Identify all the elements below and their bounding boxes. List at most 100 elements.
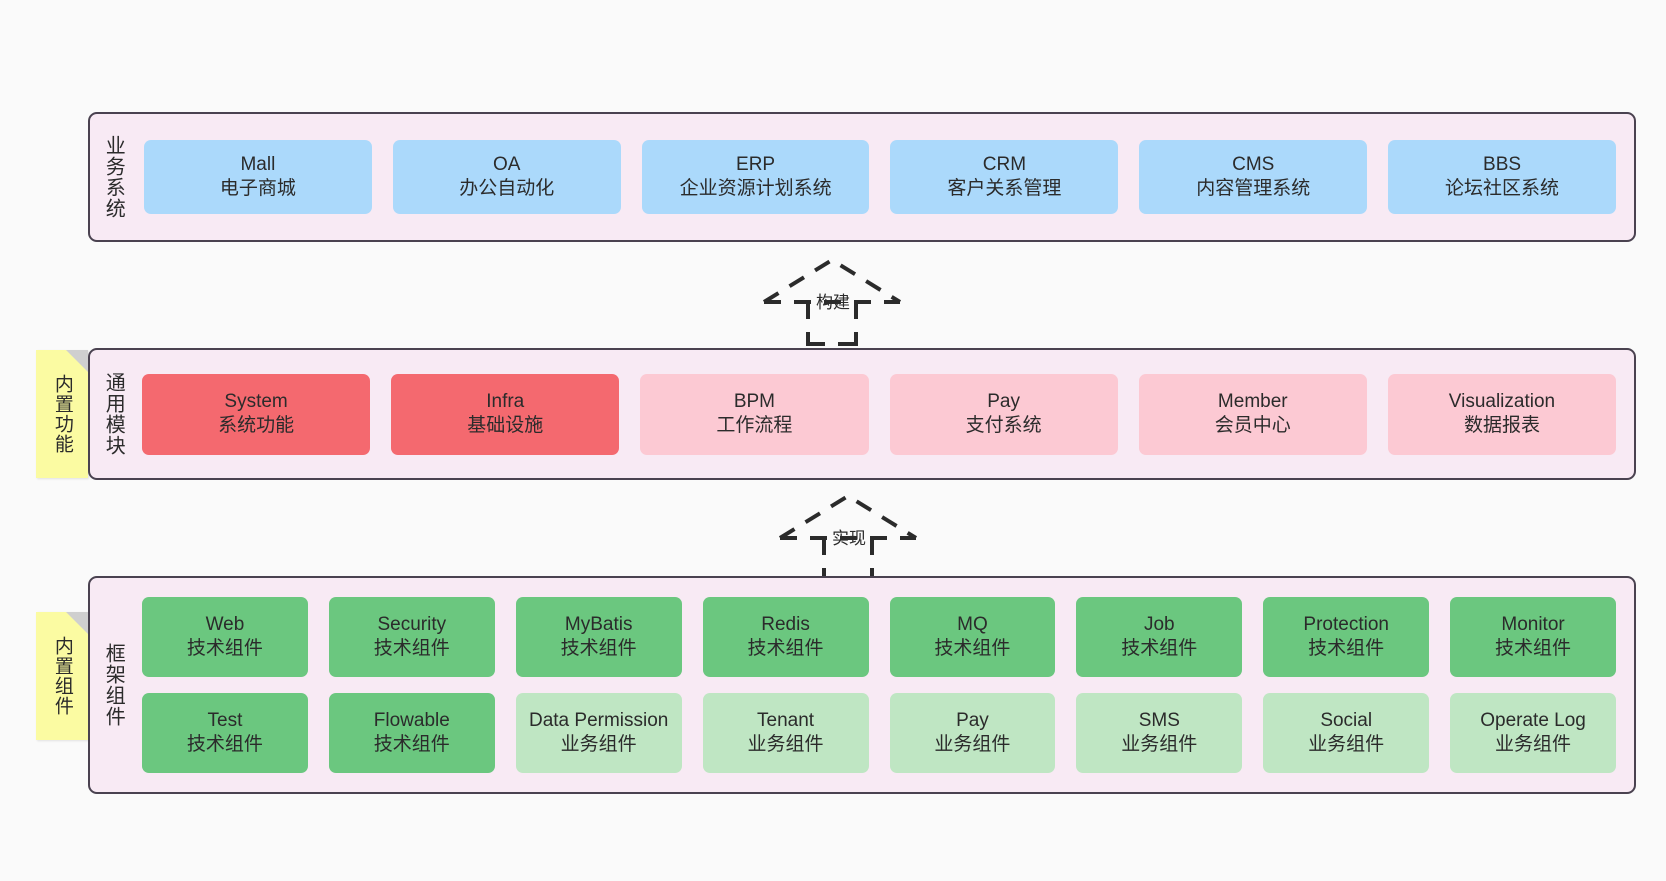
card-subtitle: 技术组件 [186, 734, 263, 755]
card-subtitle: 基础设施 [467, 415, 544, 436]
layer-common-module-body: System 系统功能 Infra 基础设施 BPM 工作流程 Pay 支付系统… [136, 350, 1634, 478]
card-title: CMS [1232, 153, 1275, 175]
card-title: MyBatis [564, 613, 633, 635]
card-subtitle: 技术组件 [1121, 638, 1198, 659]
card-title: Operate Log [1480, 709, 1586, 731]
card-subtitle: 电子商城 [219, 178, 296, 199]
card-title: SMS [1138, 709, 1180, 731]
card-subtitle: 业务组件 [1308, 734, 1385, 755]
card-data-permission[interactable]: Data Permission 业务组件 [515, 693, 682, 773]
card-subtitle: 技术组件 [373, 638, 450, 659]
card-subtitle: 技术组件 [560, 638, 637, 659]
layer-framework-component: 框架组件 Web 技术组件 Security 技术组件 MyBatis 技术组件… [88, 576, 1636, 794]
card-subtitle: 业务组件 [560, 734, 637, 755]
card-mybatis[interactable]: MyBatis 技术组件 [515, 597, 682, 677]
card-subtitle: 技术组件 [934, 638, 1011, 659]
card-title: Monitor [1501, 613, 1565, 635]
layer-framework-component-body: Web 技术组件 Security 技术组件 MyBatis 技术组件 Redi… [136, 578, 1634, 792]
card-oa[interactable]: OA 办公自动化 [392, 140, 621, 214]
note-fold-corner-icon [66, 350, 88, 372]
card-pay-business[interactable]: Pay 业务组件 [889, 693, 1056, 773]
card-subtitle: 技术组件 [1495, 638, 1572, 659]
note-builtin-features: 内置功能 [36, 350, 88, 478]
card-title: Test [207, 709, 243, 731]
note-builtin-components: 内置组件 [36, 612, 88, 740]
card-pay[interactable]: Pay 支付系统 [889, 373, 1118, 455]
card-web[interactable]: Web 技术组件 [142, 597, 308, 677]
layer-business-system-title: 业务系统 [102, 135, 125, 219]
card-mall[interactable]: Mall 电子商城 [144, 140, 372, 214]
card-title: Data Permission [528, 709, 669, 731]
layer-common-module-title: 通用模块 [102, 372, 125, 456]
card-visualization[interactable]: Visualization 数据报表 [1387, 373, 1617, 455]
card-operate-log[interactable]: Operate Log 业务组件 [1450, 693, 1616, 773]
card-subtitle: 业务组件 [747, 734, 824, 755]
card-subtitle: 业务组件 [1121, 734, 1198, 755]
card-subtitle: 客户关系管理 [947, 178, 1062, 199]
card-system[interactable]: System 系统功能 [142, 373, 371, 455]
card-bbs[interactable]: BBS 论坛社区系统 [1388, 140, 1616, 214]
card-subtitle: 业务组件 [1495, 734, 1572, 755]
card-title: Infra [486, 390, 525, 412]
card-flowable[interactable]: Flowable 技术组件 [328, 693, 495, 773]
card-social[interactable]: Social 业务组件 [1263, 693, 1430, 773]
note-label: 内置组件 [51, 636, 73, 716]
card-title: Redis [761, 613, 810, 635]
card-subtitle: 支付系统 [965, 415, 1042, 436]
card-test[interactable]: Test 技术组件 [142, 693, 308, 773]
card-bpm[interactable]: BPM 工作流程 [640, 373, 869, 455]
note-label: 内置功能 [51, 374, 73, 454]
card-subtitle: 论坛社区系统 [1445, 178, 1560, 199]
card-title: System [224, 390, 288, 412]
connector-build-label: 构建 [816, 293, 850, 312]
card-row: System 系统功能 Infra 基础设施 BPM 工作流程 Pay 支付系统… [142, 373, 1617, 455]
card-tenant[interactable]: Tenant 业务组件 [702, 693, 869, 773]
card-title: BBS [1483, 153, 1522, 175]
card-title: Tenant [757, 709, 815, 731]
note-fold-corner-icon [66, 612, 88, 634]
card-title: Social [1320, 709, 1373, 731]
card-title: OA [493, 153, 521, 175]
card-title: Protection [1303, 613, 1389, 635]
card-sms[interactable]: SMS 业务组件 [1076, 693, 1243, 773]
card-subtitle: 技术组件 [1308, 638, 1385, 659]
card-title: Job [1143, 613, 1175, 635]
card-protection[interactable]: Protection 技术组件 [1263, 597, 1430, 677]
card-job[interactable]: Job 技术组件 [1076, 597, 1243, 677]
card-cms[interactable]: CMS 内容管理系统 [1139, 140, 1368, 214]
card-title: Flowable [373, 709, 450, 731]
card-monitor[interactable]: Monitor 技术组件 [1450, 597, 1616, 677]
layer-common-module: 通用模块 System 系统功能 Infra 基础设施 BPM 工作流程 Pay… [88, 348, 1636, 480]
layer-business-system-body: Mall 电子商城 OA 办公自动化 ERP 企业资源计划系统 CRM 客户关系… [136, 114, 1634, 240]
card-erp[interactable]: ERP 企业资源计划系统 [641, 140, 870, 214]
card-subtitle: 技术组件 [747, 638, 824, 659]
card-title: Member [1217, 390, 1288, 412]
card-title: Web [205, 613, 245, 635]
card-crm[interactable]: CRM 客户关系管理 [890, 140, 1119, 214]
generalization-arrow-icon [778, 493, 918, 582]
layer-business-system: 业务系统 Mall 电子商城 OA 办公自动化 ERP 企业资源计划系统 CRM… [88, 112, 1636, 242]
connector-implement: 实现 [760, 488, 960, 582]
card-row: Web 技术组件 Security 技术组件 MyBatis 技术组件 Redi… [142, 597, 1616, 677]
card-row: Mall 电子商城 OA 办公自动化 ERP 企业资源计划系统 CRM 客户关系… [144, 140, 1616, 214]
generalization-arrow-icon [762, 257, 902, 346]
card-mq[interactable]: MQ 技术组件 [889, 597, 1056, 677]
card-title: BPM [733, 390, 776, 412]
layer-framework-component-title: 框架组件 [102, 643, 125, 727]
card-security[interactable]: Security 技术组件 [328, 597, 495, 677]
card-subtitle: 会员中心 [1214, 415, 1291, 436]
connector-build: 构建 [744, 252, 944, 346]
card-subtitle: 企业资源计划系统 [679, 178, 832, 199]
card-member[interactable]: Member 会员中心 [1138, 373, 1367, 455]
card-subtitle: 技术组件 [373, 734, 450, 755]
card-subtitle: 数据报表 [1463, 415, 1540, 436]
card-title: Security [377, 613, 447, 635]
card-title: Mall [240, 153, 276, 175]
card-row: Test 技术组件 Flowable 技术组件 Data Permission … [142, 693, 1616, 773]
connector-implement-label: 实现 [832, 529, 866, 548]
card-redis[interactable]: Redis 技术组件 [702, 597, 869, 677]
card-subtitle: 技术组件 [186, 638, 263, 659]
card-infra[interactable]: Infra 基础设施 [391, 373, 620, 455]
card-subtitle: 工作流程 [716, 415, 793, 436]
